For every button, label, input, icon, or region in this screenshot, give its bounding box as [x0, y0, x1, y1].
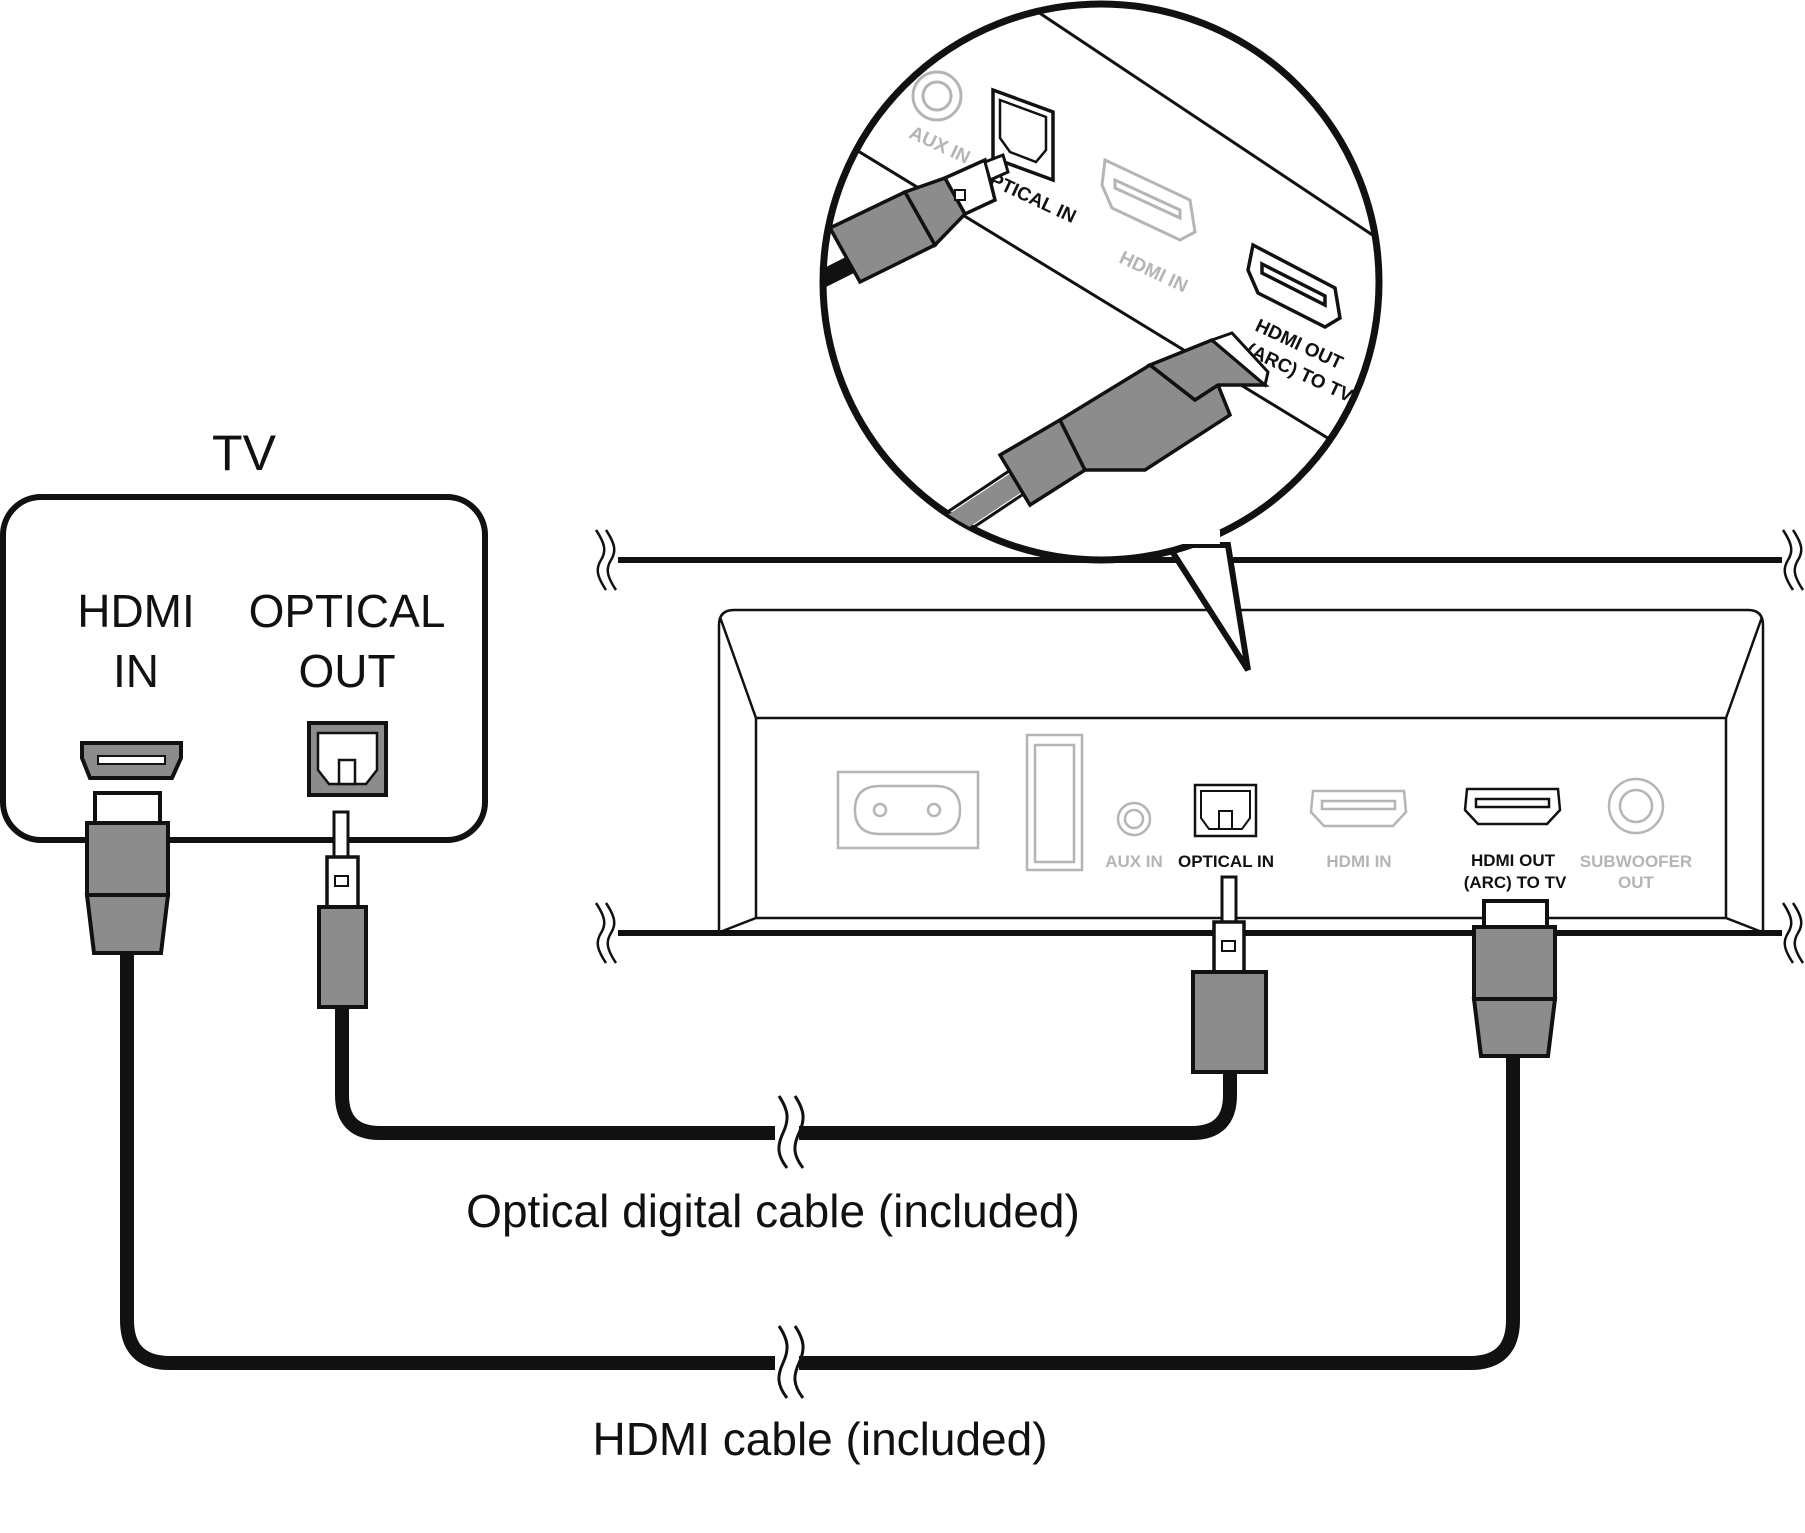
tv-hdmi-label-line1: HDMI: [77, 585, 195, 637]
tv-box: [0, 494, 488, 843]
tv-hdmi-label-line2: IN: [113, 645, 159, 697]
callout-pointer: [1162, 542, 1251, 672]
hdmi-in-port-icon: [1309, 789, 1408, 828]
zoom-optical-in-port-icon: [991, 87, 1055, 183]
soundbar-hdmi-out-label-line2: (ARC) TO TV: [1464, 873, 1567, 892]
service-slot-icon: [1025, 733, 1084, 872]
soundbar-hdmi-out-label-line1: HDMI OUT: [1471, 851, 1556, 870]
soundbar-subwoofer-label-line2: OUT: [1618, 873, 1655, 892]
soundbar-hdmi-in-label: HDMI IN: [1326, 852, 1391, 871]
tv-hdmi-port-icon: [80, 741, 183, 780]
tv-optical-label-line2: OUT: [298, 645, 395, 697]
optical-cable-caption: Optical digital cable (included): [466, 1185, 1080, 1237]
zoom-aux-in-jack-icon: [911, 70, 963, 122]
soundbar-optical-plug: [1191, 875, 1268, 1074]
soundbar-hdmi-plug: [1471, 899, 1558, 1058]
zoom-optical-plug: [823, 153, 1010, 309]
break-mark-icon: [594, 529, 1805, 964]
hdmi-cable-line: [120, 953, 1520, 1370]
power-inlet-icon: [836, 770, 980, 850]
cable-break-mark-icon: [775, 1095, 805, 1399]
hdmi-out-arc-port-icon: [1463, 787, 1562, 826]
soundbar-aux-in-label: AUX IN: [1105, 852, 1163, 871]
tv-optical-port-icon: [307, 721, 388, 797]
tv-optical-label-line1: OPTICAL: [249, 585, 446, 637]
aux-in-jack-icon: [1116, 801, 1152, 837]
tv-title: TV: [212, 425, 277, 481]
zoom-hdmi-in-port-icon: [1100, 157, 1197, 242]
soundbar-optical-in-label: OPTICAL IN: [1178, 852, 1274, 871]
zoom-hdmi-out-port-icon: [1246, 242, 1342, 329]
soundbar-subwoofer-label-line1: SUBWOOFER: [1580, 852, 1692, 871]
subwoofer-out-jack-icon: [1607, 777, 1665, 835]
optical-in-port-icon: [1193, 783, 1258, 838]
hdmi-cable-caption: HDMI cable (included): [592, 1413, 1047, 1465]
tv-hdmi-plug: [84, 791, 171, 955]
